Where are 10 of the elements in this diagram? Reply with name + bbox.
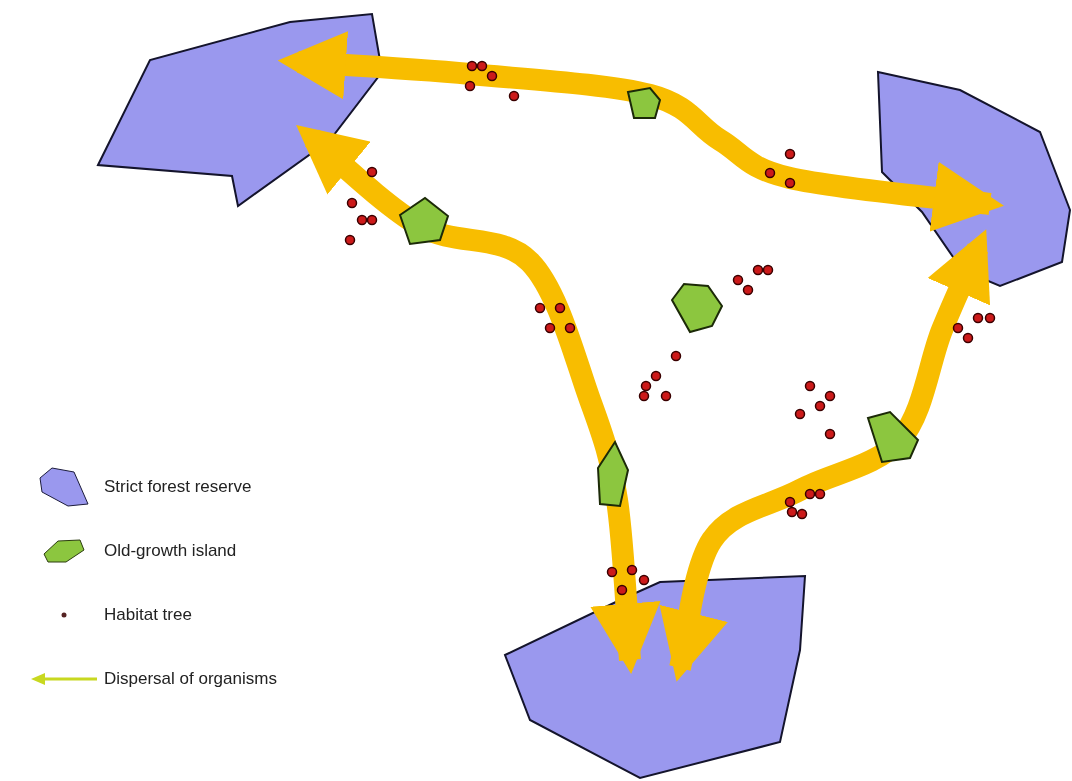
forest-reserve-polygon (505, 576, 805, 778)
legend-label: Dispersal of organisms (104, 668, 277, 691)
forest-reserve-polygon (98, 14, 382, 206)
dispersal-arrow (277, 31, 1004, 233)
legend-label: Old-growth island (104, 540, 237, 563)
dispersal-arrow (296, 124, 661, 675)
forest-reserve-polygon (878, 72, 1070, 286)
legend-label: Habitat tree (104, 604, 192, 627)
legend-label: Strict forest reserve (104, 476, 252, 499)
dispersal-arrow (657, 229, 990, 682)
